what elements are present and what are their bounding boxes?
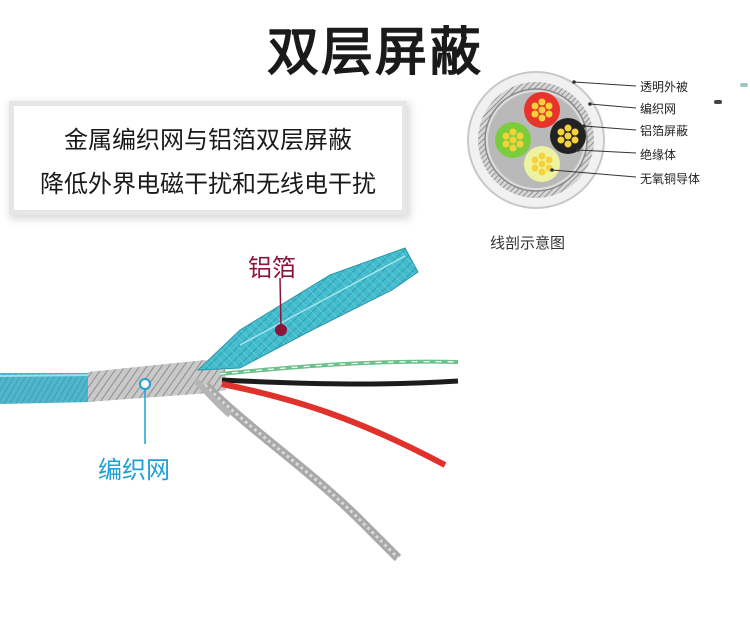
core-yellow [524, 146, 560, 182]
label-conductor: 无氧铜导体 [640, 172, 701, 186]
core-green [495, 122, 531, 158]
core-black [550, 118, 586, 154]
label-braid: 编织网 [640, 102, 677, 116]
cross-section-leaders [551, 81, 637, 178]
braid-marker [139, 378, 151, 390]
label-insulation: 绝缘体 [640, 148, 677, 162]
cross-section-diagram [467, 71, 748, 209]
page-title: 双层屏蔽 [266, 23, 483, 83]
wire-green [219, 359, 459, 376]
wire-black [221, 377, 459, 387]
foil-leader [279, 277, 282, 329]
wire-red [221, 381, 447, 468]
braid-callout: 编织网 [98, 456, 170, 484]
foil-callout: 铝箔 [248, 254, 296, 282]
cross-section-dots [550, 80, 592, 172]
feature-box: 金属编织网与铝箔双层屏蔽 降低外界电磁干扰和无线电干扰 [14, 106, 402, 210]
feature-line-2: 降低外界电磁干扰和无线电干扰 [40, 170, 376, 198]
cable-braid [88, 360, 226, 402]
cable-jacket [0, 373, 92, 404]
feature-line-1: 金属编织网与铝箔双层屏蔽 [64, 126, 352, 154]
mark-2 [740, 83, 748, 87]
foil-marker [275, 324, 287, 336]
cross-section-caption: 线剖示意图 [490, 234, 566, 252]
core-red [524, 92, 560, 128]
label-foil: 铝箔屏蔽 [640, 124, 689, 138]
cable-photo [0, 247, 459, 562]
label-jacket: 透明外被 [640, 80, 689, 94]
mark-1 [714, 100, 722, 104]
